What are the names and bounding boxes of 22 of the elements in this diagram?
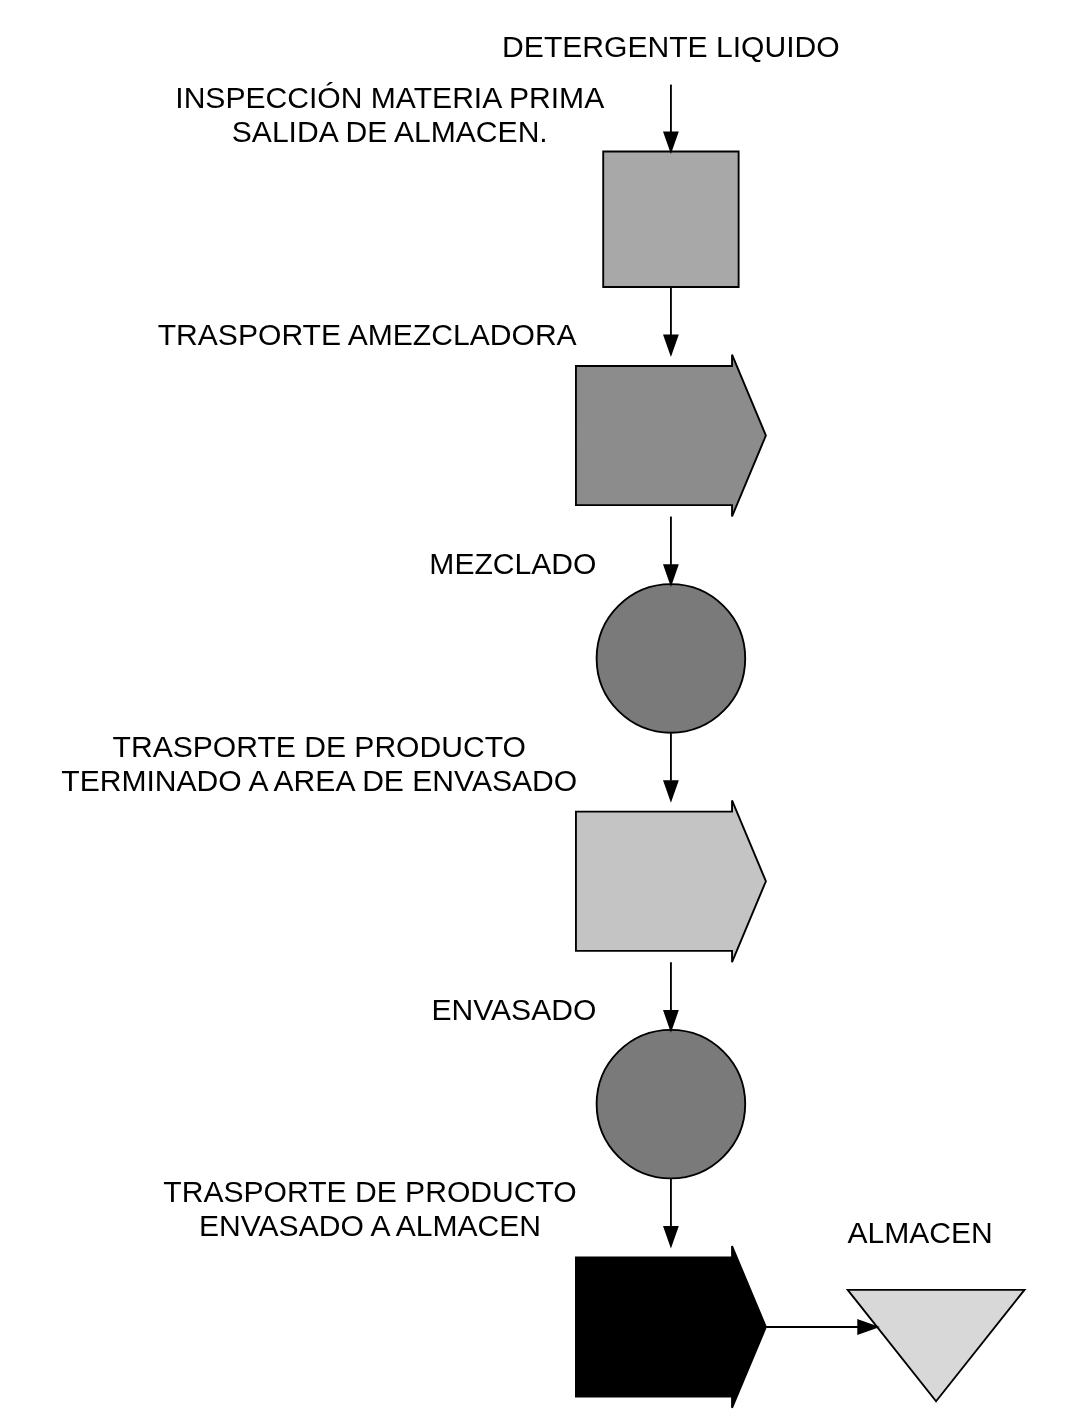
arrow [662,961,679,1033]
arrow [662,732,679,803]
node-triangle [845,1288,1026,1403]
node-box [601,150,740,288]
node-label: TRASPORTE DE PRODUCTO ENVASADO A ALMACEN [162,1175,577,1243]
node-arrow [574,1245,767,1409]
arrow [662,515,679,587]
arrow [662,1178,679,1249]
node-label: TRASPORTE DE PRODUCTO TERMINADO A AREA DE ENVASADO [60,729,577,797]
arrow [662,83,679,155]
arrow [764,1319,880,1335]
node-circle [595,1028,746,1180]
node-arrow [574,353,767,518]
node-arrow [574,799,767,964]
node-text: DETERGENTE LIQUIDO [501,30,840,64]
node-label: MEZCLADO [428,547,596,581]
node-label: TRASPORTE AMEZCLADORA [157,317,577,351]
node-label: ALMACEN [846,1215,993,1249]
arrow [662,286,679,358]
node-circle [595,583,746,734]
node-label: INSPECCIÓN MATERIA PRIMA SALIDA DE ALMACEN. [174,80,604,148]
node-label: ENVASADO [430,993,596,1027]
